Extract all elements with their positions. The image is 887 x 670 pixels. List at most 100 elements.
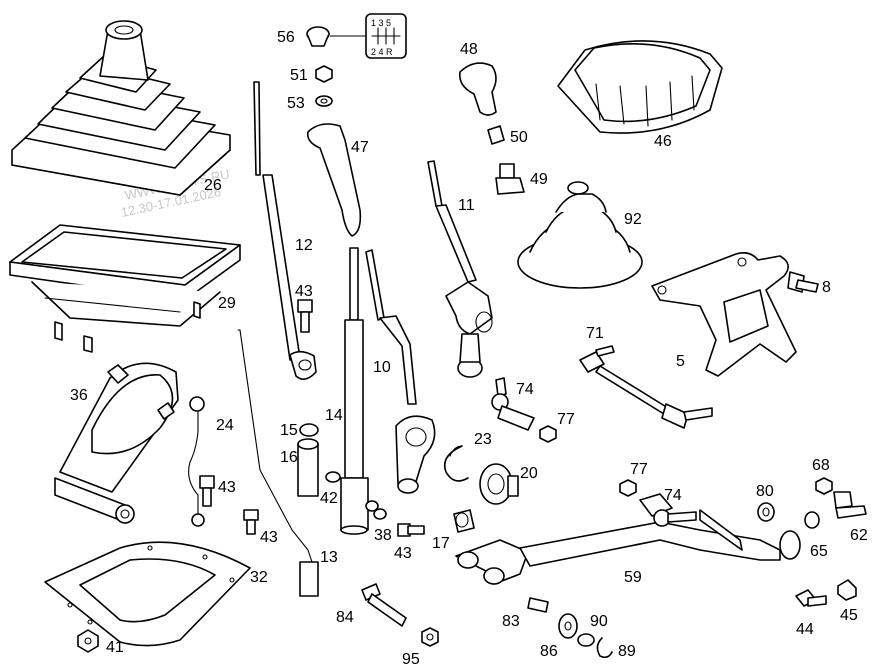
callout: 71	[586, 325, 604, 342]
shift-rod-12-part[interactable]	[253, 81, 317, 380]
frame-46-part[interactable]	[557, 40, 723, 134]
gear-knob-insert-56-part[interactable]	[306, 26, 366, 47]
callout: 45	[840, 607, 858, 624]
callout: 17	[432, 535, 450, 552]
shift-bracket-part[interactable]	[54, 362, 179, 524]
bolt-43-c-part[interactable]	[243, 509, 259, 535]
washer-38-part[interactable]	[365, 500, 387, 520]
bolt-44-part[interactable]	[795, 589, 827, 607]
callout: 42	[320, 490, 338, 507]
shift-pattern-plate: 1 3 5 2 4 R	[365, 13, 407, 59]
callout: 8	[822, 279, 831, 296]
washer-90-part[interactable]	[577, 633, 595, 647]
bushing-49-part[interactable]	[495, 163, 525, 195]
callout: 53	[287, 95, 305, 112]
clip-89-part[interactable]	[596, 637, 613, 659]
callout: 49	[530, 171, 548, 188]
shift-rod-59-part[interactable]	[455, 509, 801, 585]
boot-frame-part[interactable]	[9, 224, 241, 353]
callout: 56	[277, 29, 295, 46]
callout: 15	[280, 422, 298, 439]
bearing-20-part[interactable]	[479, 463, 519, 505]
sleeve-16-part[interactable]	[297, 438, 319, 497]
nut-95-part[interactable]	[421, 627, 439, 647]
ground-cable-part[interactable]	[188, 396, 205, 527]
callout: 62	[850, 527, 868, 544]
nut-77-a-part[interactable]	[539, 425, 557, 443]
callout: 74	[516, 381, 534, 398]
washer-53-part[interactable]	[315, 95, 333, 107]
callout: 83	[502, 613, 520, 630]
callout: 92	[624, 211, 642, 228]
callout: 89	[618, 643, 636, 660]
lever-11-part[interactable]	[427, 160, 493, 378]
callout: 50	[510, 129, 528, 146]
pin-83-part[interactable]	[527, 597, 549, 613]
callout: 59	[624, 569, 642, 586]
base-plate-part[interactable]	[44, 541, 251, 647]
ball-joint-74-b-part[interactable]	[639, 493, 697, 527]
nut-45-part[interactable]	[837, 579, 857, 601]
bolt-43-d-part[interactable]	[397, 523, 425, 537]
callout: 43	[218, 479, 236, 496]
callout: 26	[204, 177, 222, 194]
callout: 43	[260, 529, 278, 546]
callout: 43	[295, 283, 313, 300]
callout: 51	[290, 67, 308, 84]
callout: 29	[218, 295, 236, 312]
callout: 77	[557, 411, 575, 428]
callout: 11	[458, 197, 475, 214]
callout: 84	[336, 609, 354, 626]
bolt-8-part[interactable]	[787, 271, 819, 293]
callout: 24	[216, 417, 234, 434]
shift-pattern-top: 1 3 5	[371, 18, 391, 28]
callout-labels: 56 51 53 48 50 49 46 47 11 92 8 26 12 29…	[70, 29, 868, 668]
callout: 44	[796, 621, 814, 638]
nut-77-b-part[interactable]	[619, 479, 637, 497]
callout: 32	[250, 569, 268, 586]
callout: 41	[106, 639, 124, 656]
bushing-15-part[interactable]	[299, 423, 319, 437]
callout: 68	[812, 457, 830, 474]
callout: 80	[756, 483, 774, 500]
callout: 38	[374, 527, 392, 544]
callout: 95	[402, 651, 420, 668]
nut-68-part[interactable]	[815, 477, 833, 495]
bracket-5-part[interactable]	[651, 252, 797, 377]
shift-pattern-bottom: 2 4 R	[371, 47, 393, 57]
bolt-43-b-part[interactable]	[199, 475, 215, 507]
gear-lever-47-part[interactable]	[306, 123, 362, 237]
sleeve-50-part[interactable]	[487, 125, 505, 145]
bushing-80-part[interactable]	[757, 502, 775, 522]
washer-65-part[interactable]	[804, 511, 820, 529]
callout: 86	[540, 643, 558, 660]
linkage-rod-71-part[interactable]	[579, 345, 713, 429]
pin-84-part[interactable]	[361, 583, 407, 627]
callout: 46	[654, 133, 672, 150]
washer-42-part[interactable]	[325, 471, 341, 483]
nut-41-part[interactable]	[77, 629, 99, 653]
circlip-23-part[interactable]	[443, 445, 469, 482]
lever-10-part[interactable]	[365, 249, 436, 494]
shift-rod-13-part[interactable]	[237, 329, 319, 597]
callout: 14	[325, 407, 343, 424]
callout: 90	[590, 613, 608, 630]
callout: 77	[630, 461, 648, 478]
callout: 47	[351, 139, 369, 156]
shift-boot-part[interactable]	[11, 20, 231, 196]
callout: 36	[70, 387, 88, 404]
ball-joint-62-part[interactable]	[833, 491, 867, 519]
bushing-17-part[interactable]	[453, 509, 475, 533]
callout: 12	[295, 237, 313, 254]
shift-tube-14-part[interactable]	[340, 247, 369, 535]
nut-51-part[interactable]	[315, 65, 333, 83]
rubber-bellows-92-part[interactable]	[517, 181, 643, 289]
washer-86-part[interactable]	[558, 613, 578, 639]
callout: 13	[320, 549, 338, 566]
bolt-43-a-part[interactable]	[297, 299, 313, 333]
ball-joint-74-a-part[interactable]	[491, 377, 535, 431]
shift-knob-48-part[interactable]	[458, 62, 497, 116]
callout: 5	[676, 353, 685, 370]
callout: 43	[394, 545, 412, 562]
